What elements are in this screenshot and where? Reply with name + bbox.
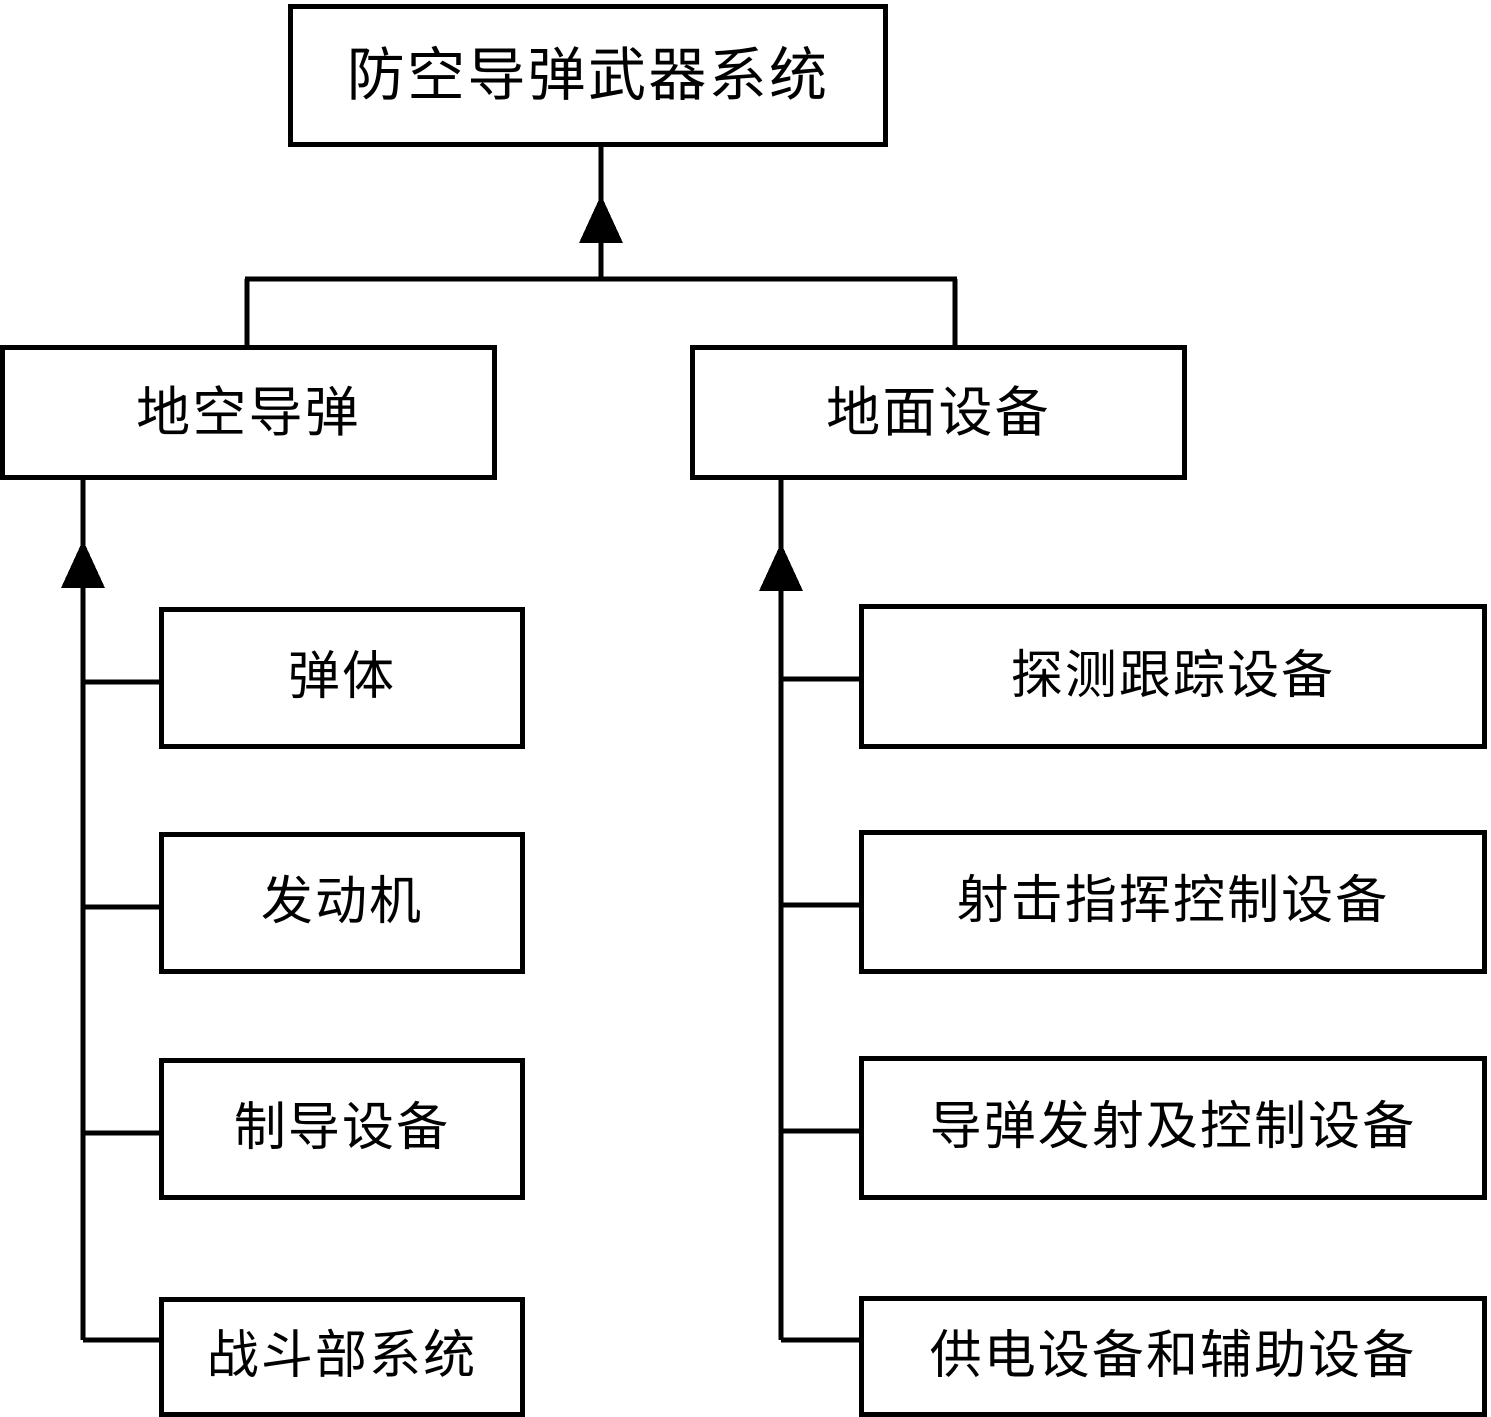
node-missile-body-label: 弹体 <box>287 649 397 706</box>
arrowhead-up-icon-right <box>759 543 803 591</box>
node-power-supply-auxiliary-equipment[interactable]: 供电设备和辅助设备 <box>859 1296 1487 1417</box>
node-guidance-equipment-label: 制导设备 <box>233 1100 451 1157</box>
node-ground-equipment[interactable]: 地面设备 <box>690 345 1187 480</box>
node-missile-launch-control-equipment-label: 导弹发射及控制设备 <box>929 1099 1417 1156</box>
node-surface-to-air-missile-label: 地空导弹 <box>136 382 361 443</box>
node-missile-launch-control-equipment[interactable]: 导弹发射及控制设备 <box>859 1056 1487 1200</box>
arrowhead-up-icon-root <box>579 195 623 243</box>
node-fire-command-control-equipment[interactable]: 射击指挥控制设备 <box>859 830 1487 974</box>
arrowhead-up-icon-left <box>61 540 105 588</box>
node-root-air-defense-missile-weapon-system[interactable]: 防空导弹武器系统 <box>288 4 888 147</box>
node-warhead-system[interactable]: 战斗部系统 <box>159 1297 525 1417</box>
node-engine-label: 发动机 <box>260 874 424 931</box>
node-ground-equipment-label: 地面设备 <box>826 382 1051 443</box>
node-missile-body[interactable]: 弹体 <box>159 607 525 749</box>
node-power-supply-auxiliary-equipment-label: 供电设备和辅助设备 <box>929 1327 1417 1385</box>
node-root-label: 防空导弹武器系统 <box>346 42 830 108</box>
node-fire-command-control-equipment-label: 射击指挥控制设备 <box>956 873 1390 930</box>
node-warhead-system-label: 战斗部系统 <box>206 1328 478 1385</box>
node-detection-tracking-equipment-label: 探测跟踪设备 <box>1010 647 1336 705</box>
node-engine[interactable]: 发动机 <box>159 832 525 974</box>
node-detection-tracking-equipment[interactable]: 探测跟踪设备 <box>859 604 1487 749</box>
node-guidance-equipment[interactable]: 制导设备 <box>159 1058 525 1200</box>
node-surface-to-air-missile[interactable]: 地空导弹 <box>0 345 497 480</box>
